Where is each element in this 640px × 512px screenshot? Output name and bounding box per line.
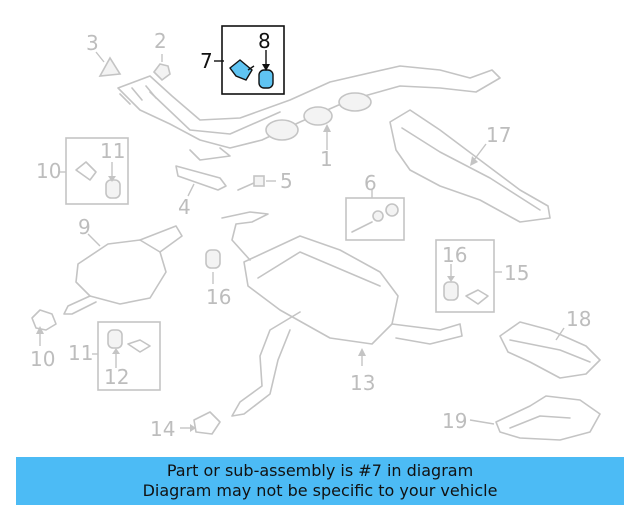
part-5-bolt[interactable] [237,175,276,191]
part-10-hanger[interactable] [31,309,57,346]
callout-18: 18 [566,307,591,331]
part-13-rear-muffler[interactable] [221,211,463,417]
callout-19: 19 [442,409,467,433]
part-1-front-pipe[interactable] [117,65,501,161]
part-6-hanger-box[interactable] [345,190,405,241]
part-7-highlight-box[interactable] [214,25,285,95]
banner-line-2: Diagram may not be specific to your vehi… [142,481,498,500]
callout-11-upper: 11 [100,139,125,163]
part-2-nut[interactable] [152,54,171,82]
part-10-hanger-box[interactable] [58,137,129,205]
part-4-bracket[interactable] [175,165,227,197]
callout-16-left: 16 [206,285,231,309]
callout-3: 3 [86,31,99,55]
callout-17: 17 [486,123,511,147]
banner-line-1: Part or sub-assembly is #7 in diagram [166,461,474,480]
callout-9: 9 [78,215,91,239]
part-15-hanger-box[interactable] [435,239,502,313]
callout-7: 7 [200,49,213,73]
callout-11-lower: 11 [68,341,93,365]
callout-12: 12 [104,365,129,389]
part-18-rear-shield[interactable] [499,321,601,379]
part-9-center-muffler[interactable] [63,225,183,315]
callout-15: 15 [504,261,529,285]
part-19-rear-panel[interactable] [469,395,601,441]
callout-2: 2 [154,29,167,53]
callout-10-upper: 10 [36,159,61,183]
callout-6: 6 [364,171,377,195]
part-3-clip[interactable] [95,51,122,77]
part-17-heat-shield[interactable] [389,109,551,223]
part-11-12-box[interactable] [92,321,161,391]
callout-14: 14 [150,417,175,441]
callout-4: 4 [178,195,191,219]
callout-16-right: 16 [442,243,467,267]
callout-10-lower: 10 [30,347,55,371]
callout-1: 1 [320,147,333,171]
callout-5: 5 [280,169,293,193]
callout-13: 13 [350,371,375,395]
exhaust-parts-diagram: 1 2 3 4 5 6 7 8 9 10 10 11 11 12 13 14 1… [30,25,601,441]
callout-8: 8 [258,29,271,53]
part-16-isolator[interactable] [205,249,221,284]
info-banner: Part or sub-assembly is #7 in diagram Di… [16,457,624,505]
part-14-clamp[interactable] [180,411,221,435]
